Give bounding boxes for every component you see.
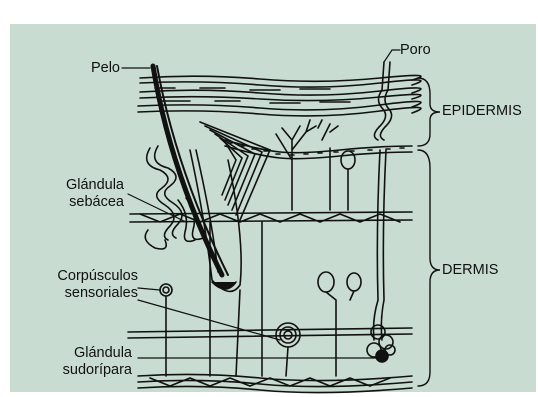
dermis-bands [128, 212, 412, 393]
label-glandula-sebacea: Glándula sebácea [32, 177, 124, 211]
label-corpusculos-line2: sensoriales [18, 285, 138, 302]
label-dermis: DERMIS [442, 262, 498, 279]
nerve-endings [276, 120, 355, 210]
label-epidermis: EPIDERMIS [442, 103, 522, 120]
label-glandula-sudoripara: Glándula sudorípara [22, 345, 132, 379]
dermis-brace [418, 150, 440, 386]
follicle-muscle [200, 122, 270, 220]
label-corpusculos-sensoriales: Corpúsculos sensoriales [18, 268, 138, 302]
label-glandula-sebacea-line1: Glándula [32, 177, 124, 194]
sensory-corpuscles [160, 222, 361, 376]
label-corpusculos-line1: Corpúsculos [18, 268, 138, 285]
label-pelo: Pelo [75, 60, 120, 77]
label-glandula-sudoripara-line1: Glándula [22, 345, 132, 362]
label-poro: Poro [400, 42, 431, 59]
label-glandula-sebacea-line2: sebácea [32, 194, 124, 211]
label-glandula-sudoripara-line2: sudorípara [22, 362, 132, 379]
